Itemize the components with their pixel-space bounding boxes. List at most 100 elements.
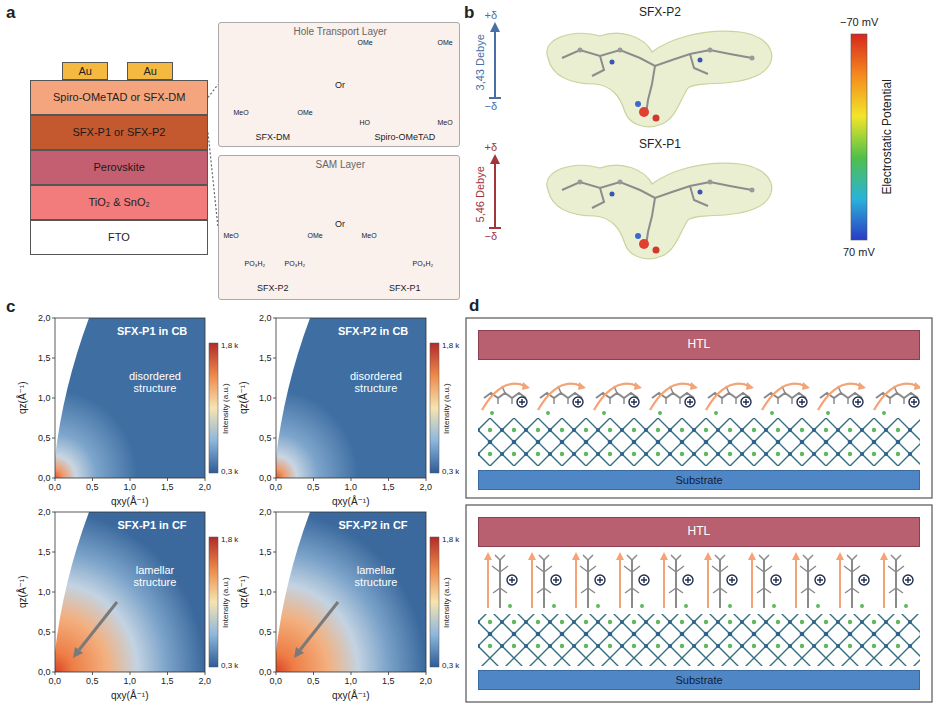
interface-schematic [466,318,932,702]
electrode-pad: Au [62,62,108,80]
device-layer: Spiro-OMeTAD or SFX-DM [30,80,208,115]
axis-title: qxy(Å⁻¹) [332,690,370,702]
substrate-bar: Substrate [478,670,920,690]
tick-label: 1,0 [259,393,272,403]
leader-connector [208,85,218,98]
tick-label: 2,0 [259,313,272,323]
dipole-value: 3,43 Debye [474,34,487,90]
tick-label: 0,0 [259,667,272,677]
tick-label: 0,0 [270,676,283,686]
colorbar-value: 0,3 k [442,661,459,670]
art-rect [478,550,920,610]
layer-label: SFX-P1 or SFX-P2 [73,126,166,139]
layer-label: Perovskite [94,161,145,174]
plot-title: SFX-P1 in CB [117,325,187,338]
plot-annotation: lamellar structure [340,564,412,589]
tick-label: 1,5 [38,353,51,363]
art-path [489,162,501,228]
art-rect [478,418,920,466]
layer-label: Au [79,65,92,78]
htl-bar: HTL [478,330,920,360]
art-use [547,31,772,126]
art-use [547,163,772,258]
bar-label: HTL [688,338,711,352]
tick-label: 0,5 [86,676,99,686]
colorbar-value: 0,3 k [442,467,459,476]
tick-label: 1,5 [38,547,51,557]
layer-label: Spiro-OMeTAD or SFX-DM [53,91,185,104]
art-use [52,512,218,675]
tick-label: 1,0 [38,587,51,597]
structure-label: MeO [234,109,249,117]
tick-label: 0,0 [38,667,51,677]
structure-label: OMe [438,39,453,47]
axis-title: qxy(Å⁻¹) [332,496,370,508]
tick-label: 1,5 [161,482,174,492]
tick-label: 1,5 [259,353,272,363]
htl-bar: HTL [478,517,920,547]
axis-title: qz(Å⁻¹) [16,576,28,609]
plot-annotation: lamellar structure [119,564,191,589]
tick-label: 0,0 [270,482,283,492]
axis-title: qz(Å⁻¹) [237,382,249,415]
device-layer: FTO [30,220,208,255]
art-use [273,512,439,675]
layer-label: Au [144,65,157,78]
tick-label: 0,0 [38,473,51,483]
axis-title: qxy(Å⁻¹) [111,496,149,508]
tick-label: 1,0 [345,676,358,686]
structure-label: MeO [438,119,453,127]
molecule-name: SFX-P1 [639,138,681,152]
tick-label: 2,0 [420,676,433,686]
colorbar-value: 1,8 k [221,535,238,544]
plot-title: SFX-P2 in CF [339,519,408,532]
structure-label: MeO [224,232,239,240]
panel-letter: a [6,3,15,23]
art-rect [478,364,920,416]
tick-label: 0,5 [38,627,51,637]
colorbar-value: 1,8 k [442,535,459,544]
esp-surfaces [547,31,772,258]
structure-label: PO₃H₂ [285,260,306,268]
tick-label: 0,5 [38,433,51,443]
tick-label: 1,5 [382,482,395,492]
device-layer: TiO₂ & SnO₂ [30,185,208,220]
tick-label: 1,0 [345,482,358,492]
electrode-pad: Au [127,62,173,80]
structure-label: OMe [298,109,313,117]
colorbar-title: Intensity (a.u.) [441,577,450,628]
panel-heading: Hole Transport Layer [294,26,387,38]
tick-label: 0,0 [259,473,272,483]
structure-label: PO₃H₂ [245,260,266,268]
plot-title: SFX-P2 in CB [338,325,408,338]
structure-label: Or [335,219,345,229]
giwaxs-maps [52,318,439,675]
structure-label: MeO [362,232,377,240]
esp-colorbar [851,34,867,240]
dipole-arrows [489,22,501,228]
tick-label: 2,0 [420,482,433,492]
axis-title: qz(Å⁻¹) [16,382,28,415]
art-path [490,154,500,164]
colorbar-title: Intensity (a.u.) [220,383,229,434]
dipole-sign: +δ [485,141,498,154]
tick-label: 0,0 [49,482,62,492]
colorbar-value: 1,8 k [221,341,238,350]
structure-label: SFX-P1 [389,283,421,293]
device-layer: Perovskite [30,150,208,185]
art-path [489,30,501,98]
tick-label: 0,0 [49,676,62,686]
colorbar-value: 0,3 k [221,467,238,476]
dipole-sign: −δ [485,230,498,243]
molecule-name: SFX-P2 [639,6,681,20]
tick-label: 2,0 [199,676,212,686]
tick-label: 1,5 [161,676,174,686]
tick-label: 1,0 [38,393,51,403]
structure-label: SFX-P2 [257,283,289,293]
tick-label: 1,5 [382,676,395,686]
tick-label: 1,0 [124,482,137,492]
structure-label: OMe [358,39,373,47]
layer-label: TiO₂ & SnO₂ [89,196,150,209]
tick-label: 1,0 [124,676,137,686]
